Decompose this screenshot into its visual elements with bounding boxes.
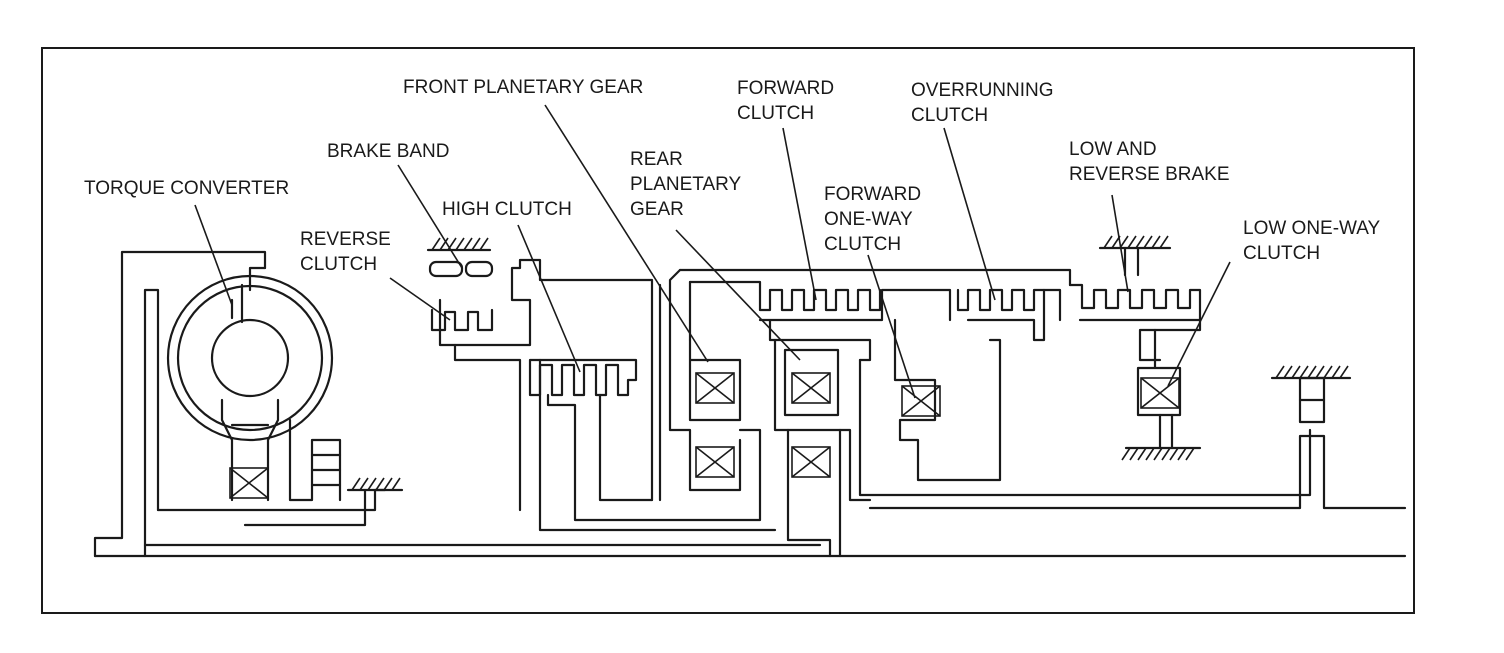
label-forward-one-way-line2: ONE-WAY [824, 209, 913, 230]
label-forward-clutch-line2: CLUTCH [737, 103, 814, 124]
main-shafts [93, 543, 1407, 558]
label-low-one-way-line1: LOW ONE-WAY [1243, 218, 1381, 239]
label-low-reverse-brake-line1: LOW AND [1069, 139, 1157, 160]
label-overrunning-clutch-line2: CLUTCH [911, 105, 988, 126]
overrunning-clutch-pack [956, 288, 1062, 342]
label-overrunning-clutch-line1: OVERRUNNING [911, 80, 1054, 101]
label-rear-planetary-line3: GEAR [630, 199, 684, 220]
label-reverse-clutch-line2: CLUTCH [300, 254, 377, 275]
label-reverse-clutch-line1: REVERSE [300, 229, 391, 250]
high-clutch-pack [528, 358, 777, 532]
label-forward-one-way-line1: FORWARD [824, 184, 921, 205]
label-low-reverse-brake-line2: REVERSE BRAKE [1069, 164, 1230, 185]
label-low-one-way-line2: CLUTCH [1243, 243, 1320, 264]
brake-band-symbol [426, 237, 494, 278]
label-front-planetary-gear: FRONT PLANETARY GEAR [403, 77, 643, 98]
forward-one-way-clutch [893, 318, 1002, 482]
forward-clutch-pack [678, 268, 1072, 362]
label-forward-one-way-line3: CLUTCH [824, 234, 901, 255]
ground-symbol-tc [346, 477, 404, 492]
reverse-clutch-pack [430, 258, 654, 512]
label-torque-converter: TORQUE CONVERTER [84, 178, 289, 199]
diagram-border [41, 47, 1415, 614]
label-rear-planetary-line2: PLANETARY [630, 174, 742, 195]
label-high-clutch: HIGH CLUTCH [442, 199, 572, 220]
rear-planetary-gear-set [773, 338, 1312, 558]
low-one-way-clutch [1121, 328, 1202, 461]
torque-converter [93, 250, 387, 558]
front-planetary-gear-set [658, 268, 742, 502]
label-forward-clutch-line1: FORWARD [737, 78, 834, 99]
label-rear-planetary-line1: REAR [630, 149, 683, 170]
label-brake-band: BRAKE BAND [327, 141, 449, 162]
low-and-reverse-brake-pack [1068, 235, 1202, 362]
leader-lines [194, 104, 1231, 399]
output-shaft-ground [868, 365, 1407, 510]
